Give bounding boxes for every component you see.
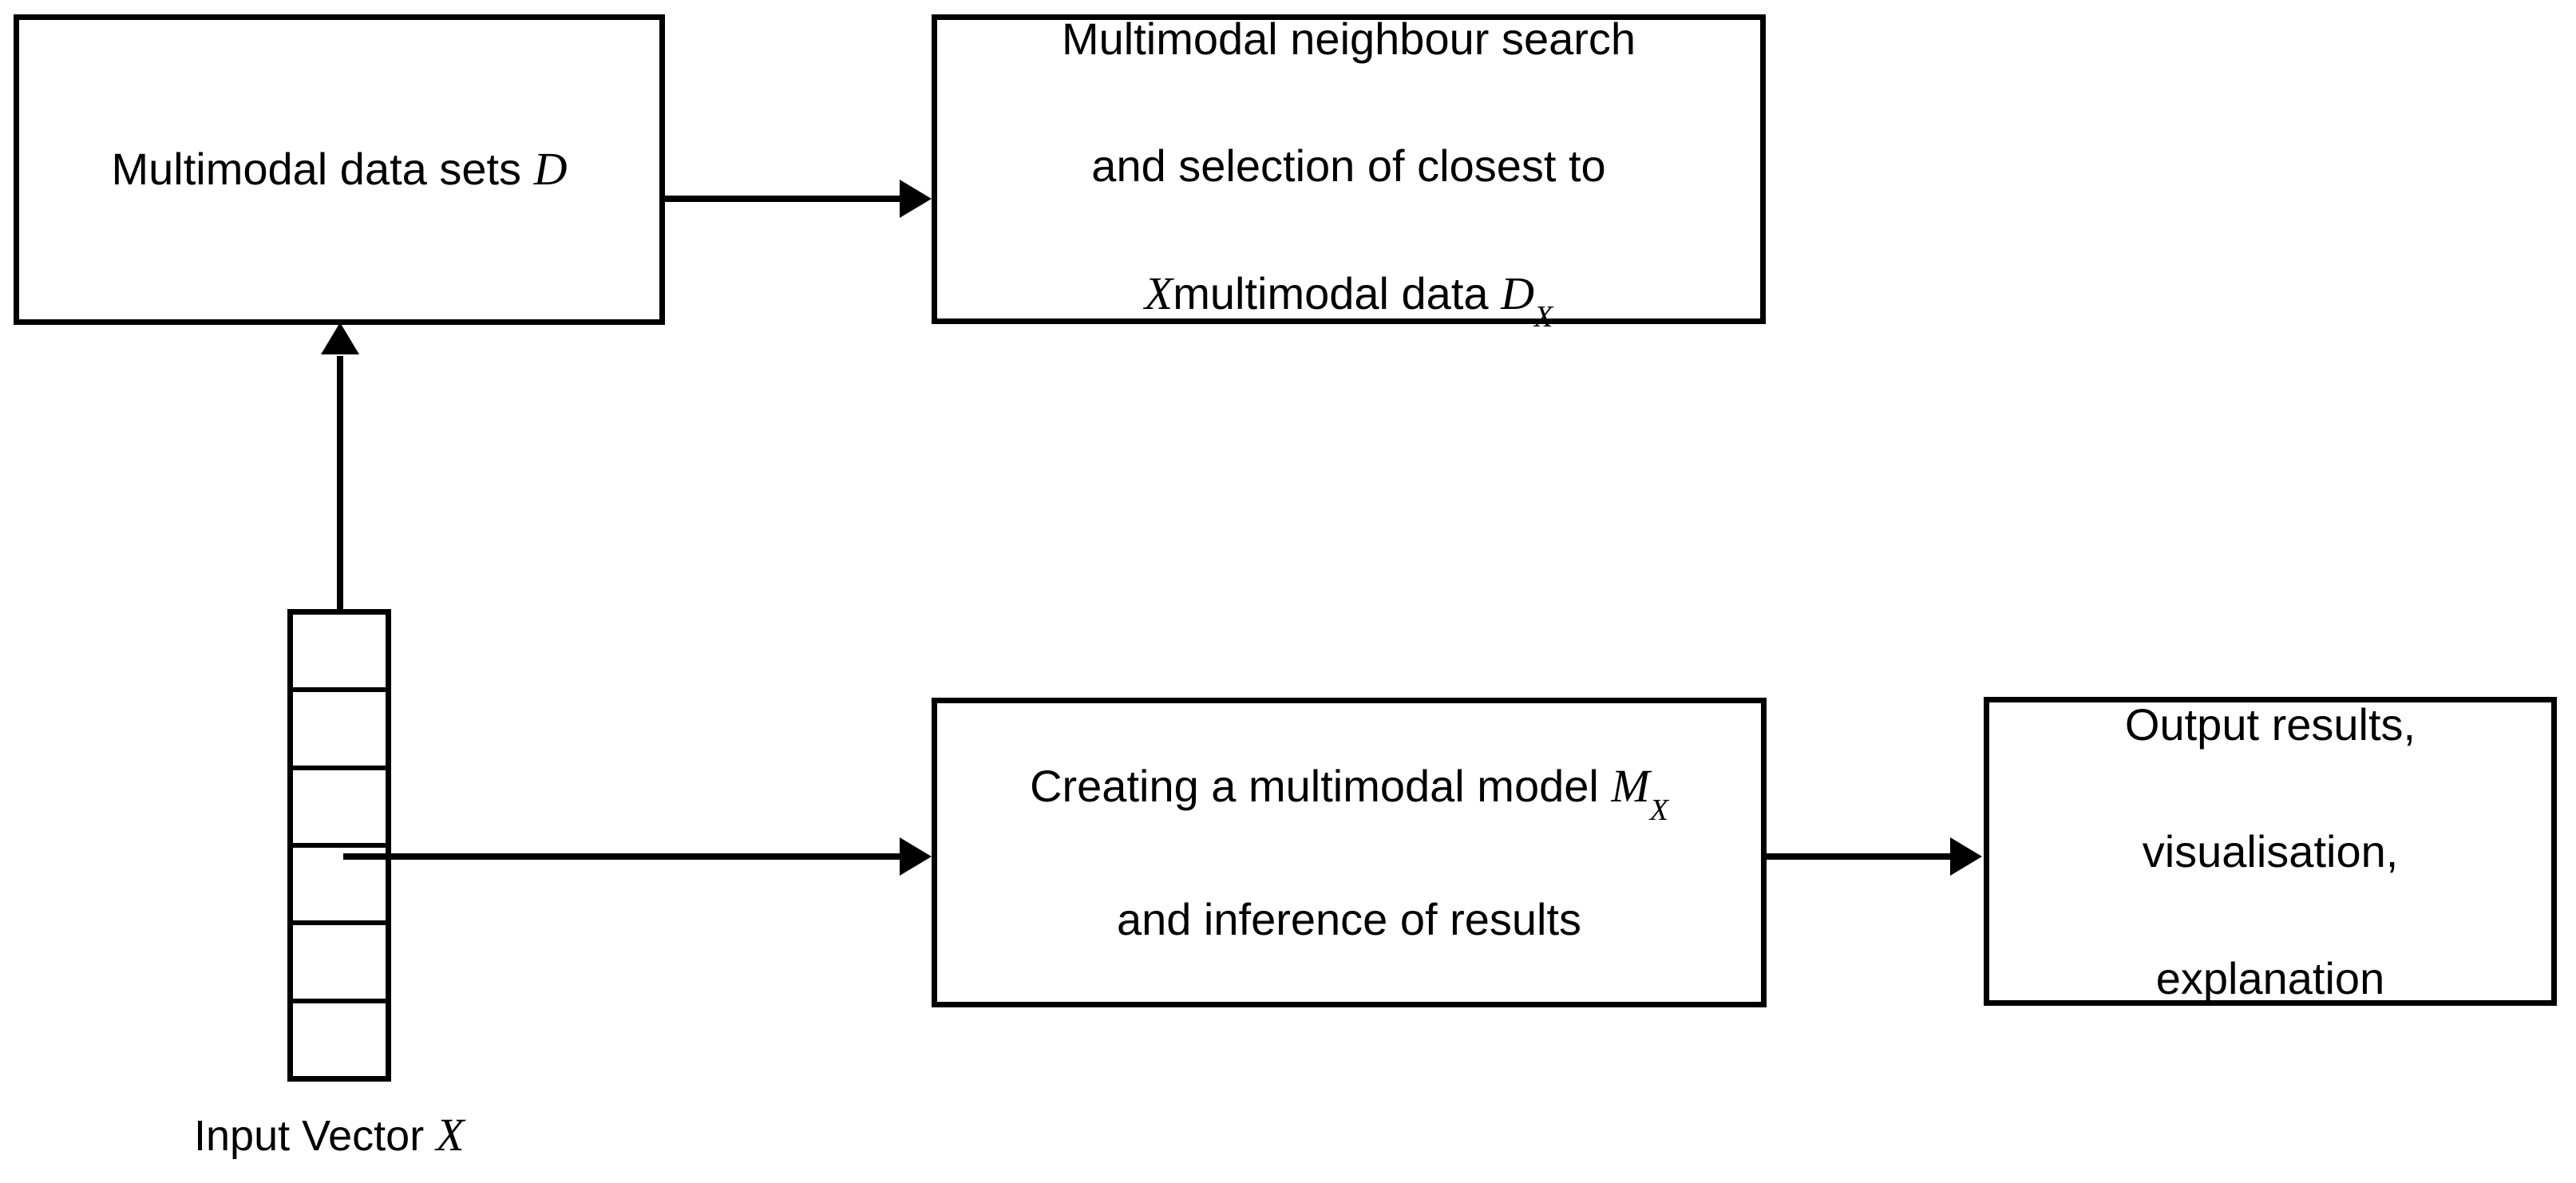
arrow-vector-to-model-creation bbox=[343, 853, 902, 860]
arrow-model-creation-to-output bbox=[1767, 853, 1952, 860]
neighbour-search-line-3-text: multimodal data bbox=[1173, 267, 1502, 318]
input-vector-cell bbox=[293, 847, 386, 926]
model-creation-line-1-text: Creating a multimodal model bbox=[1030, 761, 1612, 812]
arrow-vector-to-model-creation-head bbox=[900, 837, 932, 876]
input-vector-cell bbox=[293, 1003, 386, 1076]
box-model-creation: Creating a multimodal model MX and infer… bbox=[932, 698, 1767, 1007]
output-line-2: visualisation, bbox=[2142, 825, 2399, 876]
output-line-1: Output results, bbox=[2124, 698, 2416, 750]
box-multimodal-data-sets-text: Multimodal data sets D bbox=[92, 136, 586, 202]
neighbour-search-line-2: and selection of closest to bbox=[1091, 140, 1606, 191]
neighbour-search-symbol-x: X bbox=[1144, 267, 1173, 319]
input-vector-cell bbox=[293, 770, 386, 848]
model-creation-line-1: Creating a multimodal model MX bbox=[1030, 754, 1668, 827]
box-neighbour-search-text: Multimodal neighbour search and selectio… bbox=[1043, 0, 1655, 395]
box-neighbour-search: Multimodal neighbour search and selectio… bbox=[932, 14, 1766, 334]
model-creation-symbol-m: M bbox=[1611, 760, 1650, 813]
datasets-symbol: D bbox=[533, 143, 568, 196]
input-vector-cell bbox=[293, 615, 386, 693]
neighbour-search-line-1: Multimodal neighbour search bbox=[1061, 13, 1636, 64]
input-vector-cell bbox=[293, 692, 386, 770]
output-line-3: explanation bbox=[2155, 952, 2385, 1003]
model-creation-line-2: and inference of results bbox=[1116, 894, 1582, 945]
model-creation-subscript-x: X bbox=[1649, 793, 1668, 827]
arrow-model-creation-to-output-head bbox=[1950, 837, 1982, 876]
input-vector-symbol-x: X bbox=[436, 1109, 465, 1161]
neighbour-search-symbol-d: D bbox=[1501, 267, 1534, 319]
box-output-results-text: Output results, visualisation, explanati… bbox=[2106, 629, 2435, 1074]
arrow-datasets-to-neighbour-search-head bbox=[900, 180, 932, 218]
input-vector bbox=[287, 609, 391, 1082]
box-output-results: Output results, visualisation, explanati… bbox=[1984, 697, 2557, 1006]
datasets-label: Multimodal data sets bbox=[111, 144, 534, 195]
neighbour-search-subscript-x: X bbox=[1533, 300, 1553, 334]
box-multimodal-data-sets: Multimodal data sets D bbox=[14, 14, 665, 325]
arrow-vector-to-datasets bbox=[337, 356, 343, 611]
input-vector-label: Input Vector X bbox=[194, 1108, 465, 1161]
arrow-vector-to-datasets-head bbox=[321, 322, 359, 354]
box-model-creation-text: Creating a multimodal model MX and infer… bbox=[1011, 690, 1688, 1015]
input-vector-label-text: Input Vector bbox=[194, 1112, 437, 1160]
input-vector-cell bbox=[293, 925, 386, 1003]
neighbour-search-line-3: Xmultimodal data DX bbox=[1062, 261, 1636, 334]
arrow-datasets-to-neighbour-search bbox=[665, 196, 904, 202]
